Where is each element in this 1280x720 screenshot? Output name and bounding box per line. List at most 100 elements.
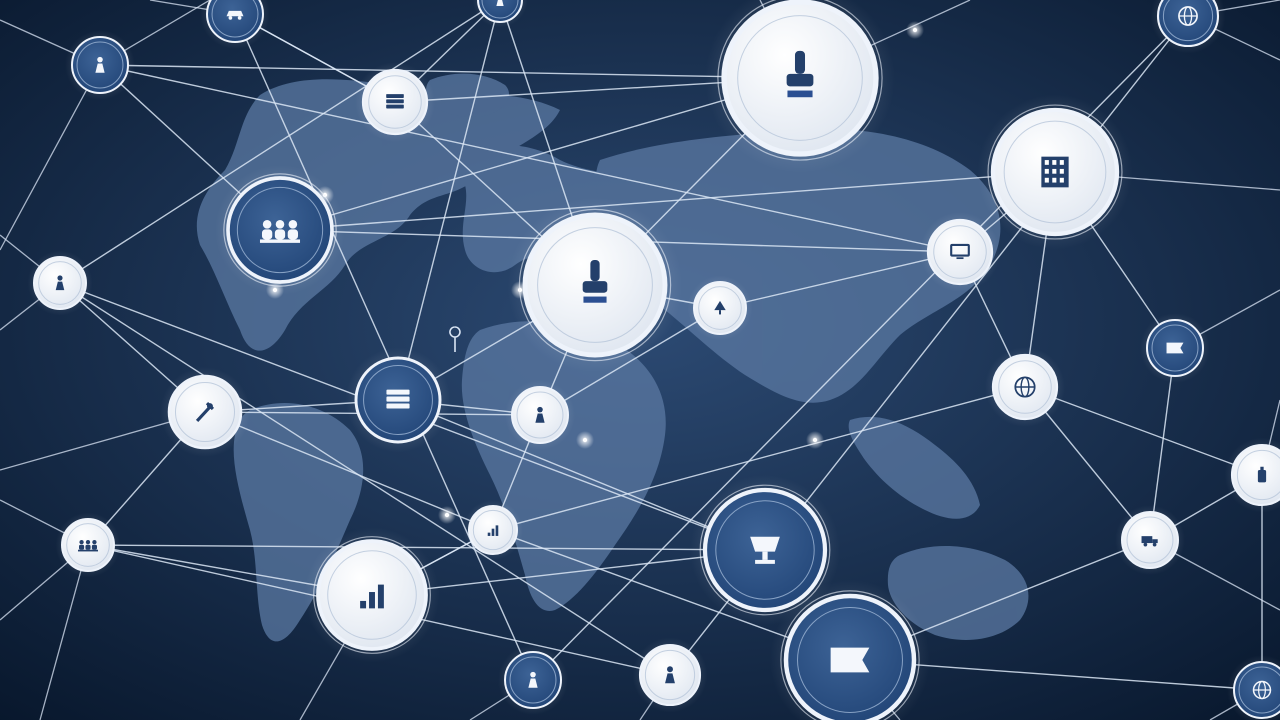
continent-australia <box>887 545 1029 640</box>
crowd-icon <box>77 539 99 552</box>
network-node <box>304 527 440 663</box>
node-inner-ring <box>715 500 815 600</box>
network-link <box>279 171 1056 231</box>
globe-icon <box>1252 680 1272 700</box>
network-node <box>472 0 528 28</box>
node-inner-ring <box>363 365 433 435</box>
person-icon <box>528 671 538 688</box>
continent-southeast-asia <box>848 416 980 519</box>
flag-icon <box>1166 342 1184 354</box>
server-icon <box>386 94 404 109</box>
continent-south-america <box>233 402 364 642</box>
tools-icon <box>195 401 215 422</box>
node-inner-ring <box>211 0 259 38</box>
network-node <box>55 512 121 578</box>
network-node <box>705 0 895 173</box>
node-inner-ring <box>1126 516 1174 564</box>
sparkle-core <box>582 437 588 443</box>
network-node <box>687 275 753 341</box>
globe-icon <box>1014 376 1036 398</box>
node-halo <box>987 104 1123 240</box>
node-disc <box>1230 443 1280 507</box>
network-node <box>1150 0 1226 54</box>
node-halo <box>223 173 337 287</box>
node-inner-ring <box>66 523 110 567</box>
network-node <box>463 500 523 560</box>
node-inner-ring <box>76 41 124 89</box>
network-node <box>355 62 435 142</box>
network-link <box>234 13 534 681</box>
node-halo <box>780 590 920 720</box>
location-pin-icon <box>449 326 461 352</box>
continent-greenland <box>426 73 509 117</box>
network-node <box>160 367 250 457</box>
trophy-icon <box>750 536 780 564</box>
node-inner-ring <box>327 550 417 640</box>
node-inner-ring <box>236 186 324 274</box>
network-node <box>920 212 1000 292</box>
node-inner-ring <box>737 15 863 141</box>
network-node <box>770 580 930 720</box>
node-inner-ring <box>1238 666 1280 714</box>
node-inner-ring <box>998 360 1052 414</box>
chart-icon <box>487 525 499 536</box>
network-link <box>59 282 671 676</box>
bottle-icon <box>1257 466 1267 483</box>
node-halo <box>518 208 672 362</box>
network-node <box>498 645 568 715</box>
network-node <box>27 250 93 316</box>
network-node <box>690 475 840 625</box>
sparkle-core <box>444 512 450 518</box>
node-halo <box>313 536 431 654</box>
network-node <box>1227 655 1280 720</box>
network-node <box>65 30 135 100</box>
node-inner-ring <box>797 607 903 713</box>
node-inner-ring <box>537 227 653 343</box>
network-link <box>99 64 961 253</box>
bars-icon <box>360 584 384 609</box>
network-node <box>200 0 270 49</box>
node-inner-ring <box>933 225 987 279</box>
sparkle-core <box>912 27 918 33</box>
network-nodes <box>27 0 1280 720</box>
network-link <box>87 544 766 551</box>
network-node <box>345 347 451 453</box>
continent-asia <box>595 129 1001 403</box>
node-inner-ring <box>1236 449 1280 501</box>
globe-icon <box>1178 6 1198 26</box>
node-disc <box>206 0 264 43</box>
person-icon <box>665 666 675 684</box>
node-inner-ring <box>1162 0 1214 42</box>
node-inner-ring <box>174 381 236 443</box>
network-node <box>507 197 683 373</box>
network-node <box>215 165 345 295</box>
network-link <box>0 64 101 251</box>
person-icon <box>95 56 105 73</box>
person-icon <box>496 0 504 7</box>
network-node <box>1115 505 1185 575</box>
network-link <box>719 251 961 309</box>
node-halo <box>699 484 831 616</box>
chip-figure-icon <box>582 259 608 303</box>
node-inner-ring <box>481 0 519 19</box>
node-inner-ring <box>368 75 422 129</box>
node-inner-ring <box>1003 120 1107 224</box>
node-disc <box>477 0 523 23</box>
sparkle-core <box>812 437 818 443</box>
network-link <box>397 0 501 401</box>
figure-icon <box>55 275 65 291</box>
node-inner-ring <box>472 509 514 551</box>
network-link <box>492 386 1026 531</box>
flag-icon <box>830 647 870 673</box>
network-node <box>1140 313 1210 383</box>
building-icon <box>1041 156 1069 188</box>
node-inner-ring <box>509 656 557 704</box>
network-node <box>985 347 1065 427</box>
people-group-icon <box>259 219 301 243</box>
node-inner-ring <box>698 286 742 330</box>
network-link <box>1024 386 1263 476</box>
person-icon <box>535 406 545 423</box>
network-node <box>977 94 1133 250</box>
node-inner-ring <box>38 261 82 305</box>
